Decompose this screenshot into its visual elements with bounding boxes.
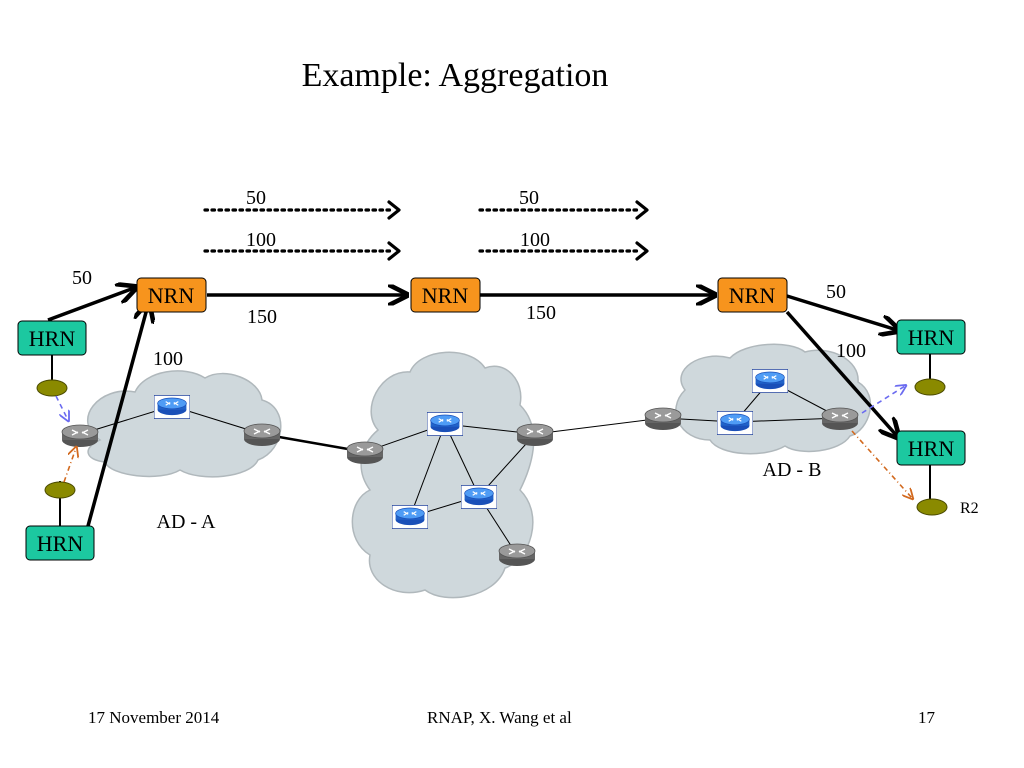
router-icon xyxy=(821,407,859,431)
link-label-nrn3-hrn1: 50 xyxy=(826,281,846,303)
nrn-label: NRN xyxy=(422,283,469,308)
host-icon xyxy=(44,481,76,499)
router-icon xyxy=(346,441,384,465)
nrn-node: NRN xyxy=(717,277,788,313)
hrn-node: HRN xyxy=(896,430,966,466)
flow-label-100: 100 xyxy=(520,229,550,251)
hrn-label: HRN xyxy=(908,325,955,350)
router-icon xyxy=(61,424,99,448)
footer-date: 17 November 2014 xyxy=(88,708,220,727)
router-blue-icon xyxy=(154,395,190,419)
domain-label-ad-a: AD - A xyxy=(157,511,216,533)
hrn-node: HRN xyxy=(25,525,95,561)
router-icon xyxy=(498,543,536,567)
link-label-hrn-a: 50 xyxy=(72,267,92,289)
flow-label-50: 50 xyxy=(519,187,539,209)
footer-author: RNAP, X. Wang et al xyxy=(427,708,572,727)
receiver-label: R2 xyxy=(960,500,979,517)
host-icon xyxy=(914,378,946,396)
router-icon xyxy=(644,407,682,431)
data-paths xyxy=(55,386,912,498)
receiver-host-icon xyxy=(916,498,948,516)
dotted-flows xyxy=(203,208,640,253)
domain-label-ad-b: AD - B xyxy=(763,459,822,481)
cloud-ad-a xyxy=(86,370,282,478)
nrn-node: NRN xyxy=(136,277,207,313)
router-icon xyxy=(243,423,281,447)
flow-label-50: 50 xyxy=(246,187,266,209)
link-label-nrn3-hrn2: 100 xyxy=(836,340,866,362)
dotted-flow-heads xyxy=(387,200,649,261)
host-icon xyxy=(36,379,68,397)
router-icon xyxy=(516,423,554,447)
hrn-label: HRN xyxy=(29,326,76,351)
hrn-node: HRN xyxy=(896,319,966,355)
cloud-middle xyxy=(351,351,535,599)
link-label-nrn1-nrn2: 150 xyxy=(247,306,277,328)
slide-title: Example: Aggregation xyxy=(302,57,609,94)
router-blue-icon xyxy=(392,505,428,529)
link-label-hrn-b: 100 xyxy=(153,348,183,370)
nrn-node: NRN xyxy=(410,277,481,313)
nrn-label: NRN xyxy=(729,283,776,308)
flow-label-100: 100 xyxy=(246,229,276,251)
router-blue-icon xyxy=(427,412,463,436)
hrn-label: HRN xyxy=(908,436,955,461)
router-blue-icon xyxy=(752,369,788,393)
hrn-node: HRN xyxy=(17,320,87,356)
link-label-nrn2-nrn3: 150 xyxy=(526,302,556,324)
hrn-label: HRN xyxy=(37,531,84,556)
nrn-label: NRN xyxy=(148,283,195,308)
reservation-links xyxy=(47,288,897,527)
router-blue-icon xyxy=(461,485,497,509)
footer-page-number: 17 xyxy=(918,708,935,727)
router-blue-icon xyxy=(717,411,753,435)
